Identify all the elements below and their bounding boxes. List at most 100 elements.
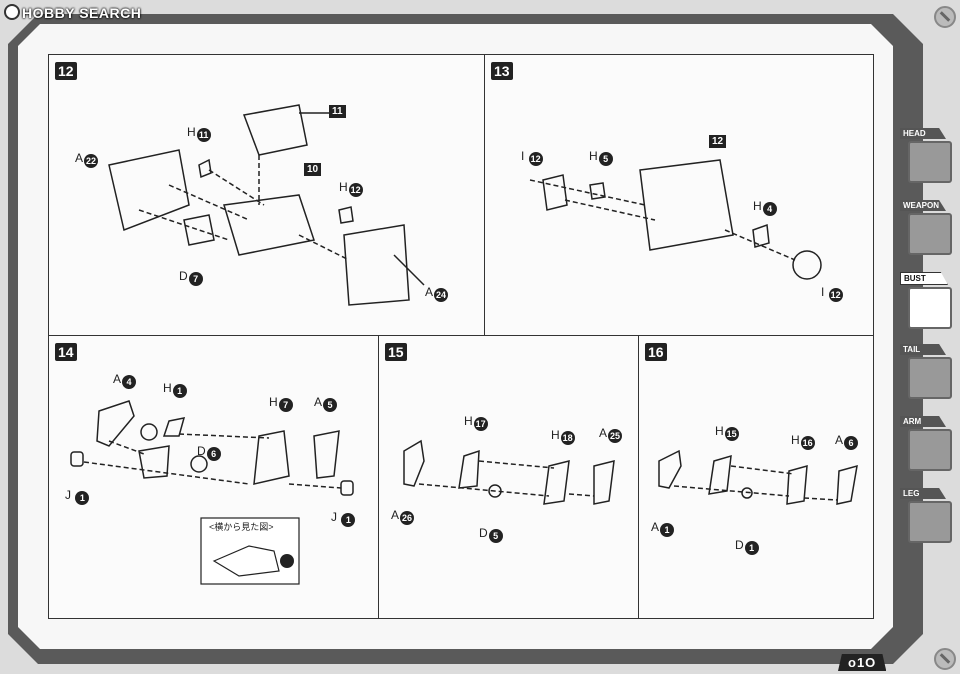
label-number: 12 bbox=[828, 288, 843, 302]
logo-ball-icon bbox=[4, 4, 20, 20]
label-letter: H bbox=[187, 125, 196, 139]
label-number: 26 bbox=[400, 511, 415, 525]
tab-label: TAIL bbox=[900, 344, 946, 355]
label-letter: J bbox=[331, 510, 337, 524]
label-number: 1 bbox=[660, 523, 675, 537]
weapon-icon bbox=[908, 213, 952, 255]
part-label-i12-b: I 12 bbox=[821, 285, 843, 302]
label-number: 1 bbox=[75, 491, 90, 505]
step-number: 15 bbox=[385, 343, 407, 361]
label-letter: J bbox=[65, 488, 71, 502]
label-number: 1 bbox=[172, 384, 187, 398]
page-number: o1O bbox=[838, 654, 887, 671]
tab-tail[interactable]: TAIL bbox=[900, 344, 956, 404]
tab-label: BUST bbox=[900, 272, 948, 285]
tab-label: HEAD bbox=[900, 128, 946, 139]
step-number: 12 bbox=[55, 62, 77, 80]
part-label-i12: I 12 bbox=[521, 149, 543, 166]
bust-icon bbox=[908, 287, 952, 329]
label-letter: A bbox=[314, 395, 323, 409]
step-14-parts-drawing bbox=[70, 400, 354, 585]
label-number: 5 bbox=[323, 398, 338, 412]
label-letter: H bbox=[339, 180, 348, 194]
label-letter: A bbox=[835, 433, 844, 447]
label-number: 7 bbox=[188, 272, 203, 286]
label-letter: A bbox=[599, 426, 608, 440]
label-letter: H bbox=[715, 424, 724, 438]
tab-arm[interactable]: ARM bbox=[900, 416, 956, 476]
head-icon bbox=[908, 141, 952, 183]
tail-icon bbox=[908, 357, 952, 399]
label-letter: A bbox=[391, 508, 400, 522]
label-letter: A bbox=[113, 372, 122, 386]
label-letter: I bbox=[821, 285, 825, 299]
label-number: 12 bbox=[348, 183, 363, 197]
label-number: 22 bbox=[84, 154, 99, 168]
label-letter: D bbox=[179, 269, 188, 283]
label-number: 15 bbox=[724, 427, 739, 441]
label-number: 25 bbox=[608, 429, 623, 443]
label-number: 5 bbox=[598, 152, 613, 166]
label-letter: H bbox=[791, 433, 800, 447]
bolt-icon bbox=[934, 648, 956, 670]
label-number: 17 bbox=[473, 417, 488, 431]
part-label-j1: J 1 bbox=[65, 488, 90, 505]
label-letter: H bbox=[551, 428, 560, 442]
label-letter: A bbox=[425, 285, 434, 299]
side-view-note: <横から見た図> bbox=[209, 522, 274, 532]
tab-weapon[interactable]: WEAPON bbox=[900, 200, 956, 260]
label-number: 7 bbox=[278, 398, 293, 412]
step-number: 13 bbox=[491, 62, 513, 80]
label-letter: I bbox=[521, 149, 525, 163]
label-letter: H bbox=[269, 395, 278, 409]
logo-text: HOBBY SEARCH bbox=[22, 5, 142, 21]
label-letter: H bbox=[163, 381, 172, 395]
bolt-icon bbox=[934, 6, 956, 28]
label-letter: D bbox=[197, 444, 206, 458]
label-number: 1 bbox=[341, 513, 356, 527]
label-number: 6 bbox=[206, 447, 221, 461]
label-number: 6 bbox=[844, 436, 859, 450]
label-letter: A bbox=[651, 520, 660, 534]
label-letter: D bbox=[735, 538, 744, 552]
tab-label: WEAPON bbox=[900, 200, 946, 211]
label-number: 24 bbox=[434, 288, 449, 302]
step-15-parts-drawing bbox=[403, 439, 615, 505]
part-label-10: 10 bbox=[304, 163, 322, 176]
tab-leg[interactable]: LEG bbox=[900, 488, 956, 548]
tab-label: LEG bbox=[900, 488, 946, 499]
step-number: 14 bbox=[55, 343, 77, 361]
label-letter: D bbox=[479, 526, 488, 540]
part-label-12: 12 bbox=[709, 135, 727, 148]
label-letter: H bbox=[464, 414, 473, 428]
label-number: 1 bbox=[744, 541, 759, 555]
part-label-11: 11 bbox=[329, 105, 346, 118]
arm-icon bbox=[908, 429, 952, 471]
leg-icon bbox=[908, 501, 952, 543]
step-13-parts-drawing bbox=[529, 159, 822, 280]
tab-bust[interactable]: BUST bbox=[900, 272, 956, 332]
part-label-j1-b: J 1 bbox=[331, 510, 356, 527]
label-number: 11 bbox=[196, 128, 211, 142]
label-number: 18 bbox=[560, 431, 575, 445]
tab-head[interactable]: HEAD bbox=[900, 128, 956, 188]
